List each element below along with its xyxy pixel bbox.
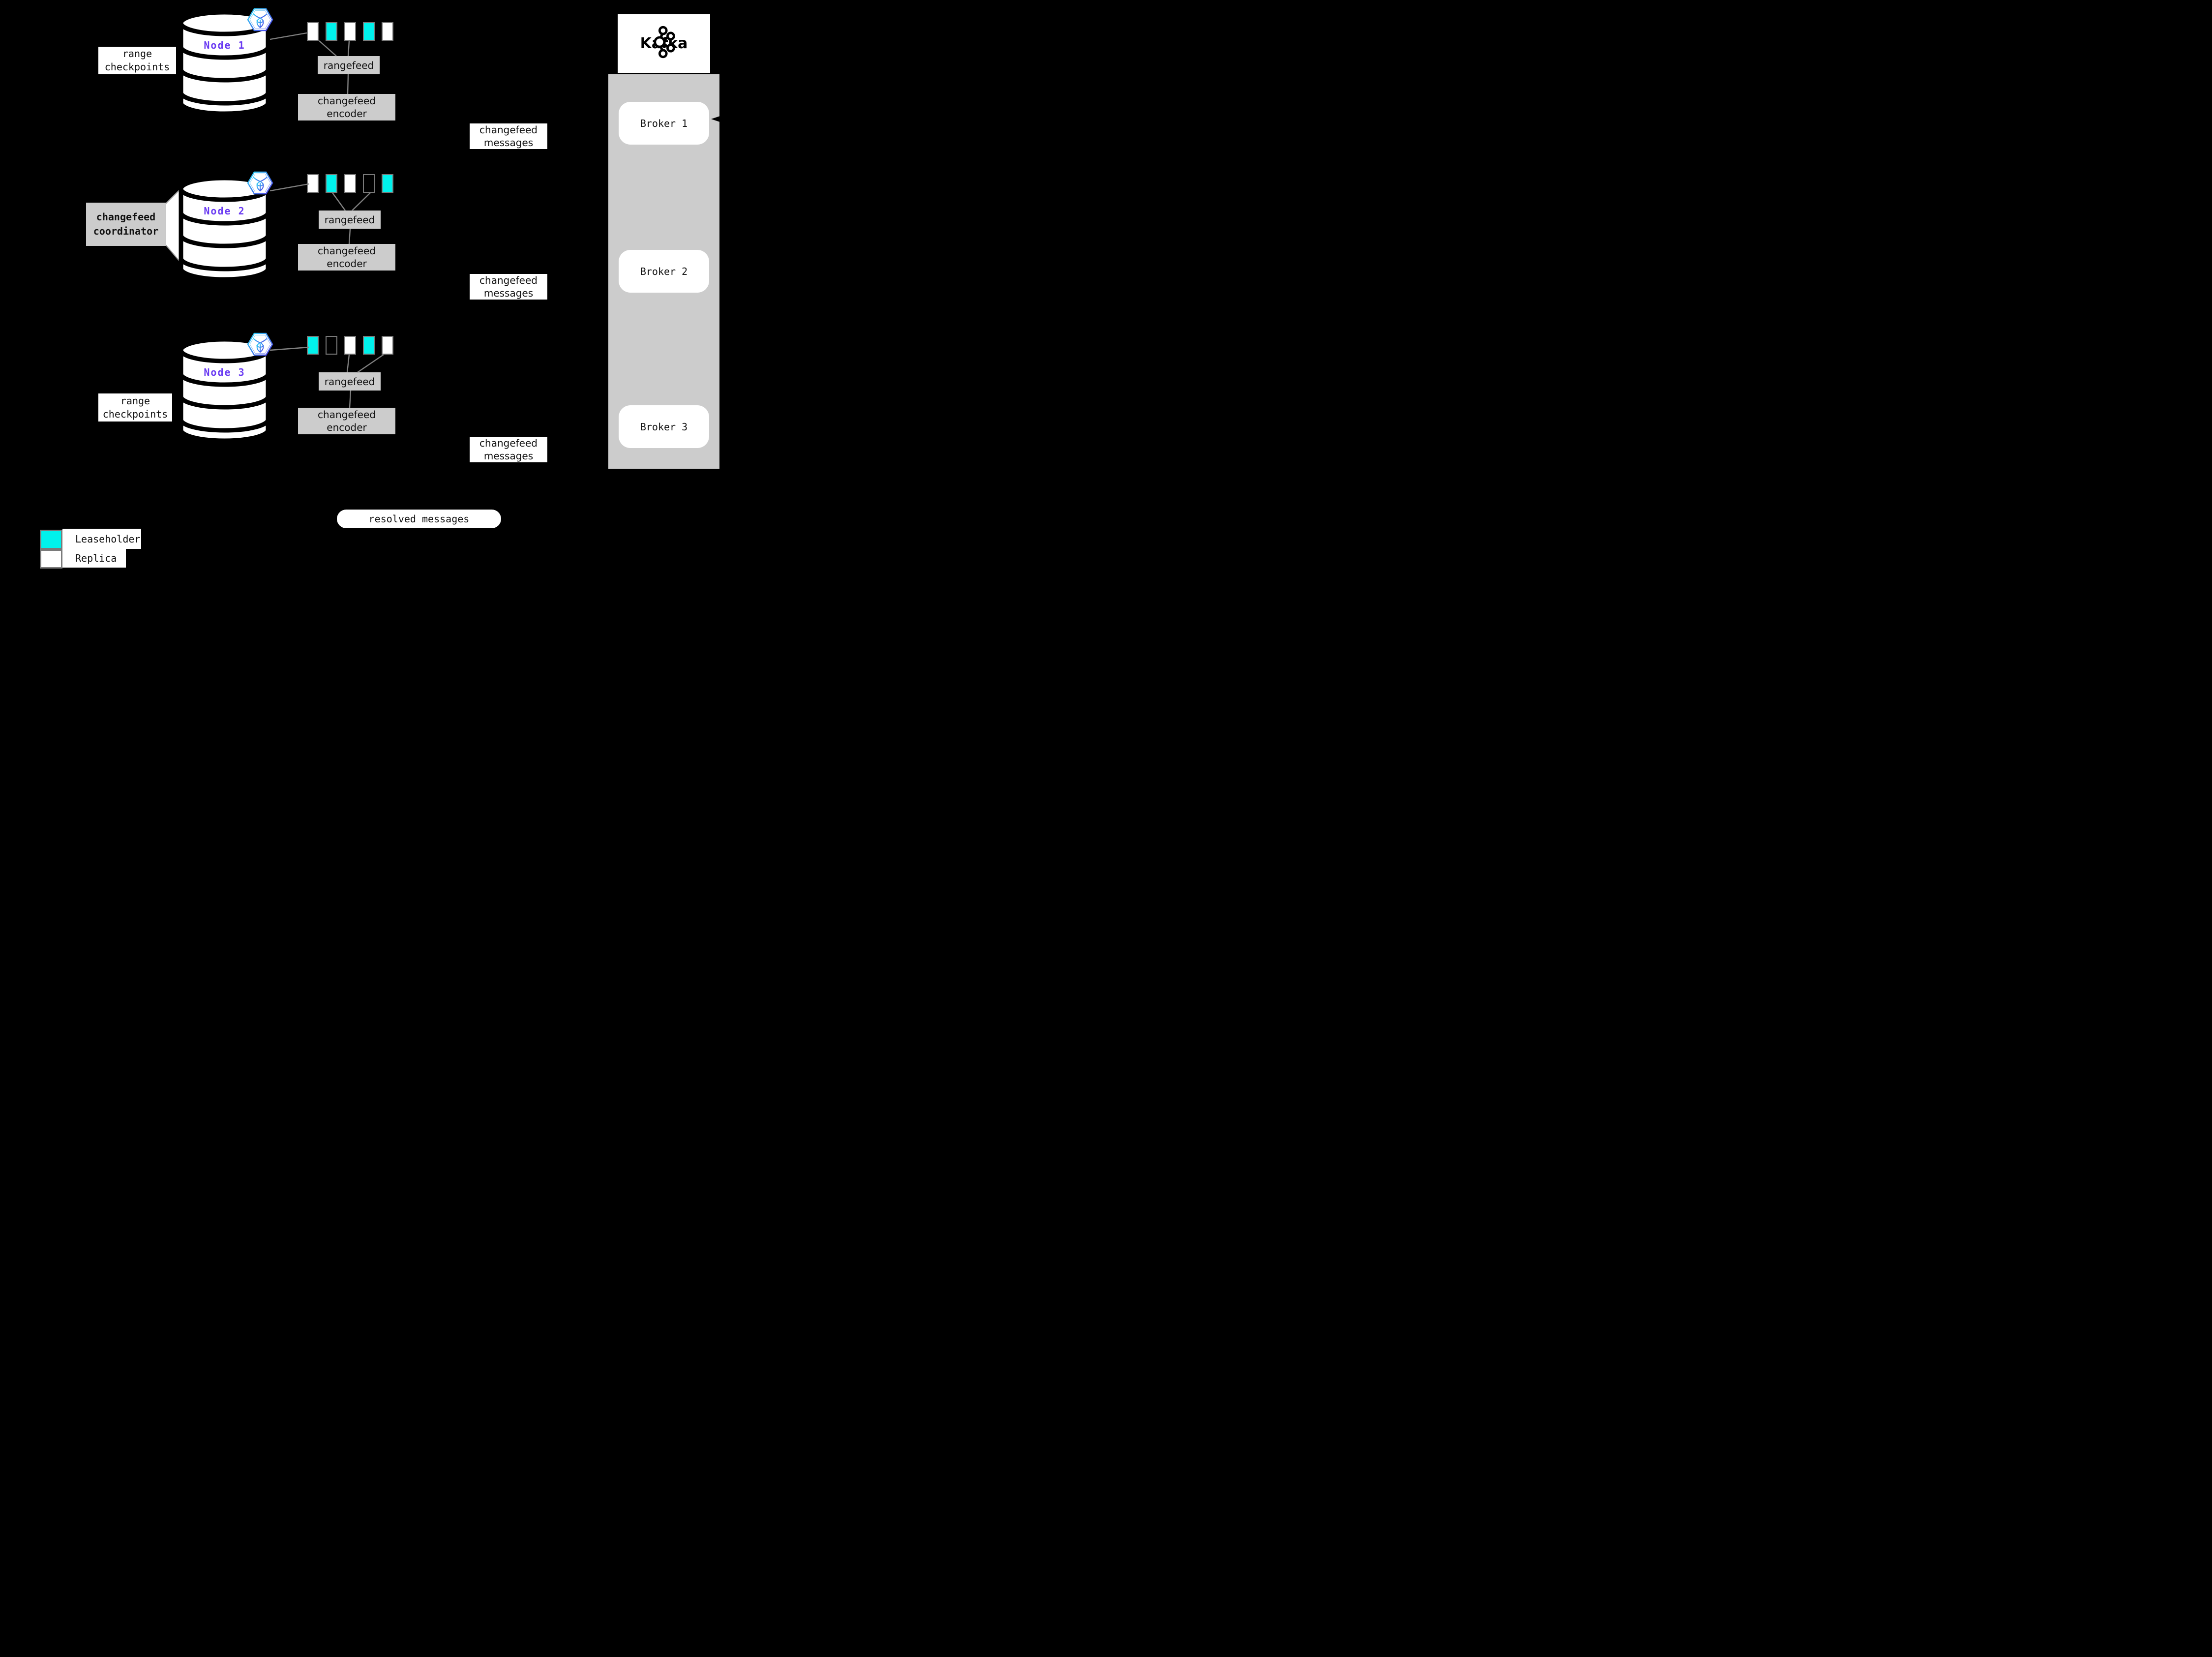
range-empty xyxy=(326,336,337,355)
connector-line xyxy=(352,192,371,211)
legend-replica-label: Replica xyxy=(62,549,126,568)
cockroachdb-logo-icon xyxy=(247,332,273,356)
range-checkpoints-label: range checkpoints xyxy=(98,47,176,74)
connector-line xyxy=(269,346,309,351)
range-checkpoints-label: range checkpoints xyxy=(98,393,172,422)
range-leaseholder xyxy=(326,174,337,193)
range-leaseholder xyxy=(382,174,393,193)
range-replica xyxy=(382,336,393,355)
rangefeed-box: rangefeed xyxy=(319,372,381,391)
legend-leaseholder-swatch xyxy=(40,530,62,549)
node-name: Node 2 xyxy=(204,205,245,217)
database-cylinder-icon xyxy=(179,10,270,116)
broker-box: Broker 2 xyxy=(619,250,709,293)
range-leaseholder xyxy=(363,22,375,41)
database-cylinder-icon xyxy=(179,176,270,282)
changefeed-encoder-box: changefeed encoder xyxy=(298,94,395,121)
range-replica xyxy=(307,174,319,193)
connector-line xyxy=(332,192,346,211)
changefeed-messages-label: changefeed messages xyxy=(470,437,547,462)
changefeed-encoder-box: changefeed encoder xyxy=(298,408,395,434)
range-replica xyxy=(344,174,356,193)
rangefeed-box: rangefeed xyxy=(319,211,381,229)
cockroachdb-logo-icon xyxy=(247,171,273,195)
range-empty xyxy=(363,174,375,193)
connector-line xyxy=(357,354,384,373)
connector-line xyxy=(269,183,309,192)
node-name: Node 1 xyxy=(204,39,245,51)
broker-box: Broker 3 xyxy=(619,405,709,448)
connector-line xyxy=(347,40,350,57)
kafka-logo-box: Kafka xyxy=(618,14,710,73)
broker-box: Broker 1 xyxy=(619,102,709,145)
rangefeed-box: rangefeed xyxy=(318,56,380,74)
changefeed-messages-label: changefeed messages xyxy=(470,274,547,300)
range-strip xyxy=(307,22,393,41)
range-strip xyxy=(307,336,393,355)
legend-replica-swatch xyxy=(40,549,62,569)
range-replica xyxy=(344,22,356,41)
range-replica xyxy=(382,22,393,41)
resolved-messages-pill: resolved messages xyxy=(337,510,501,528)
range-leaseholder xyxy=(326,22,337,41)
connector-line xyxy=(269,32,307,40)
range-replica xyxy=(344,336,356,355)
range-leaseholder xyxy=(363,336,375,355)
changefeed-coordinator-label: changefeed coordinator xyxy=(86,203,166,246)
database-cylinder-icon xyxy=(179,337,270,443)
legend-leaseholder-label: Leaseholder xyxy=(62,529,141,549)
connector-line xyxy=(346,354,350,373)
changefeed-messages-label: changefeed messages xyxy=(470,123,547,149)
kafka-logo-icon xyxy=(654,26,675,58)
range-replica xyxy=(307,22,319,41)
changefeed-architecture-diagram: range checkpoints Node 1 rangefeed chang… xyxy=(0,0,771,577)
cockroachdb-logo-icon xyxy=(247,8,273,31)
range-strip xyxy=(307,174,393,193)
node-name: Node 3 xyxy=(204,366,245,378)
connector-line xyxy=(349,390,352,408)
connector-line xyxy=(348,228,351,244)
changefeed-encoder-box: changefeed encoder xyxy=(298,244,395,271)
connector-line xyxy=(319,40,337,57)
range-leaseholder xyxy=(307,336,319,355)
